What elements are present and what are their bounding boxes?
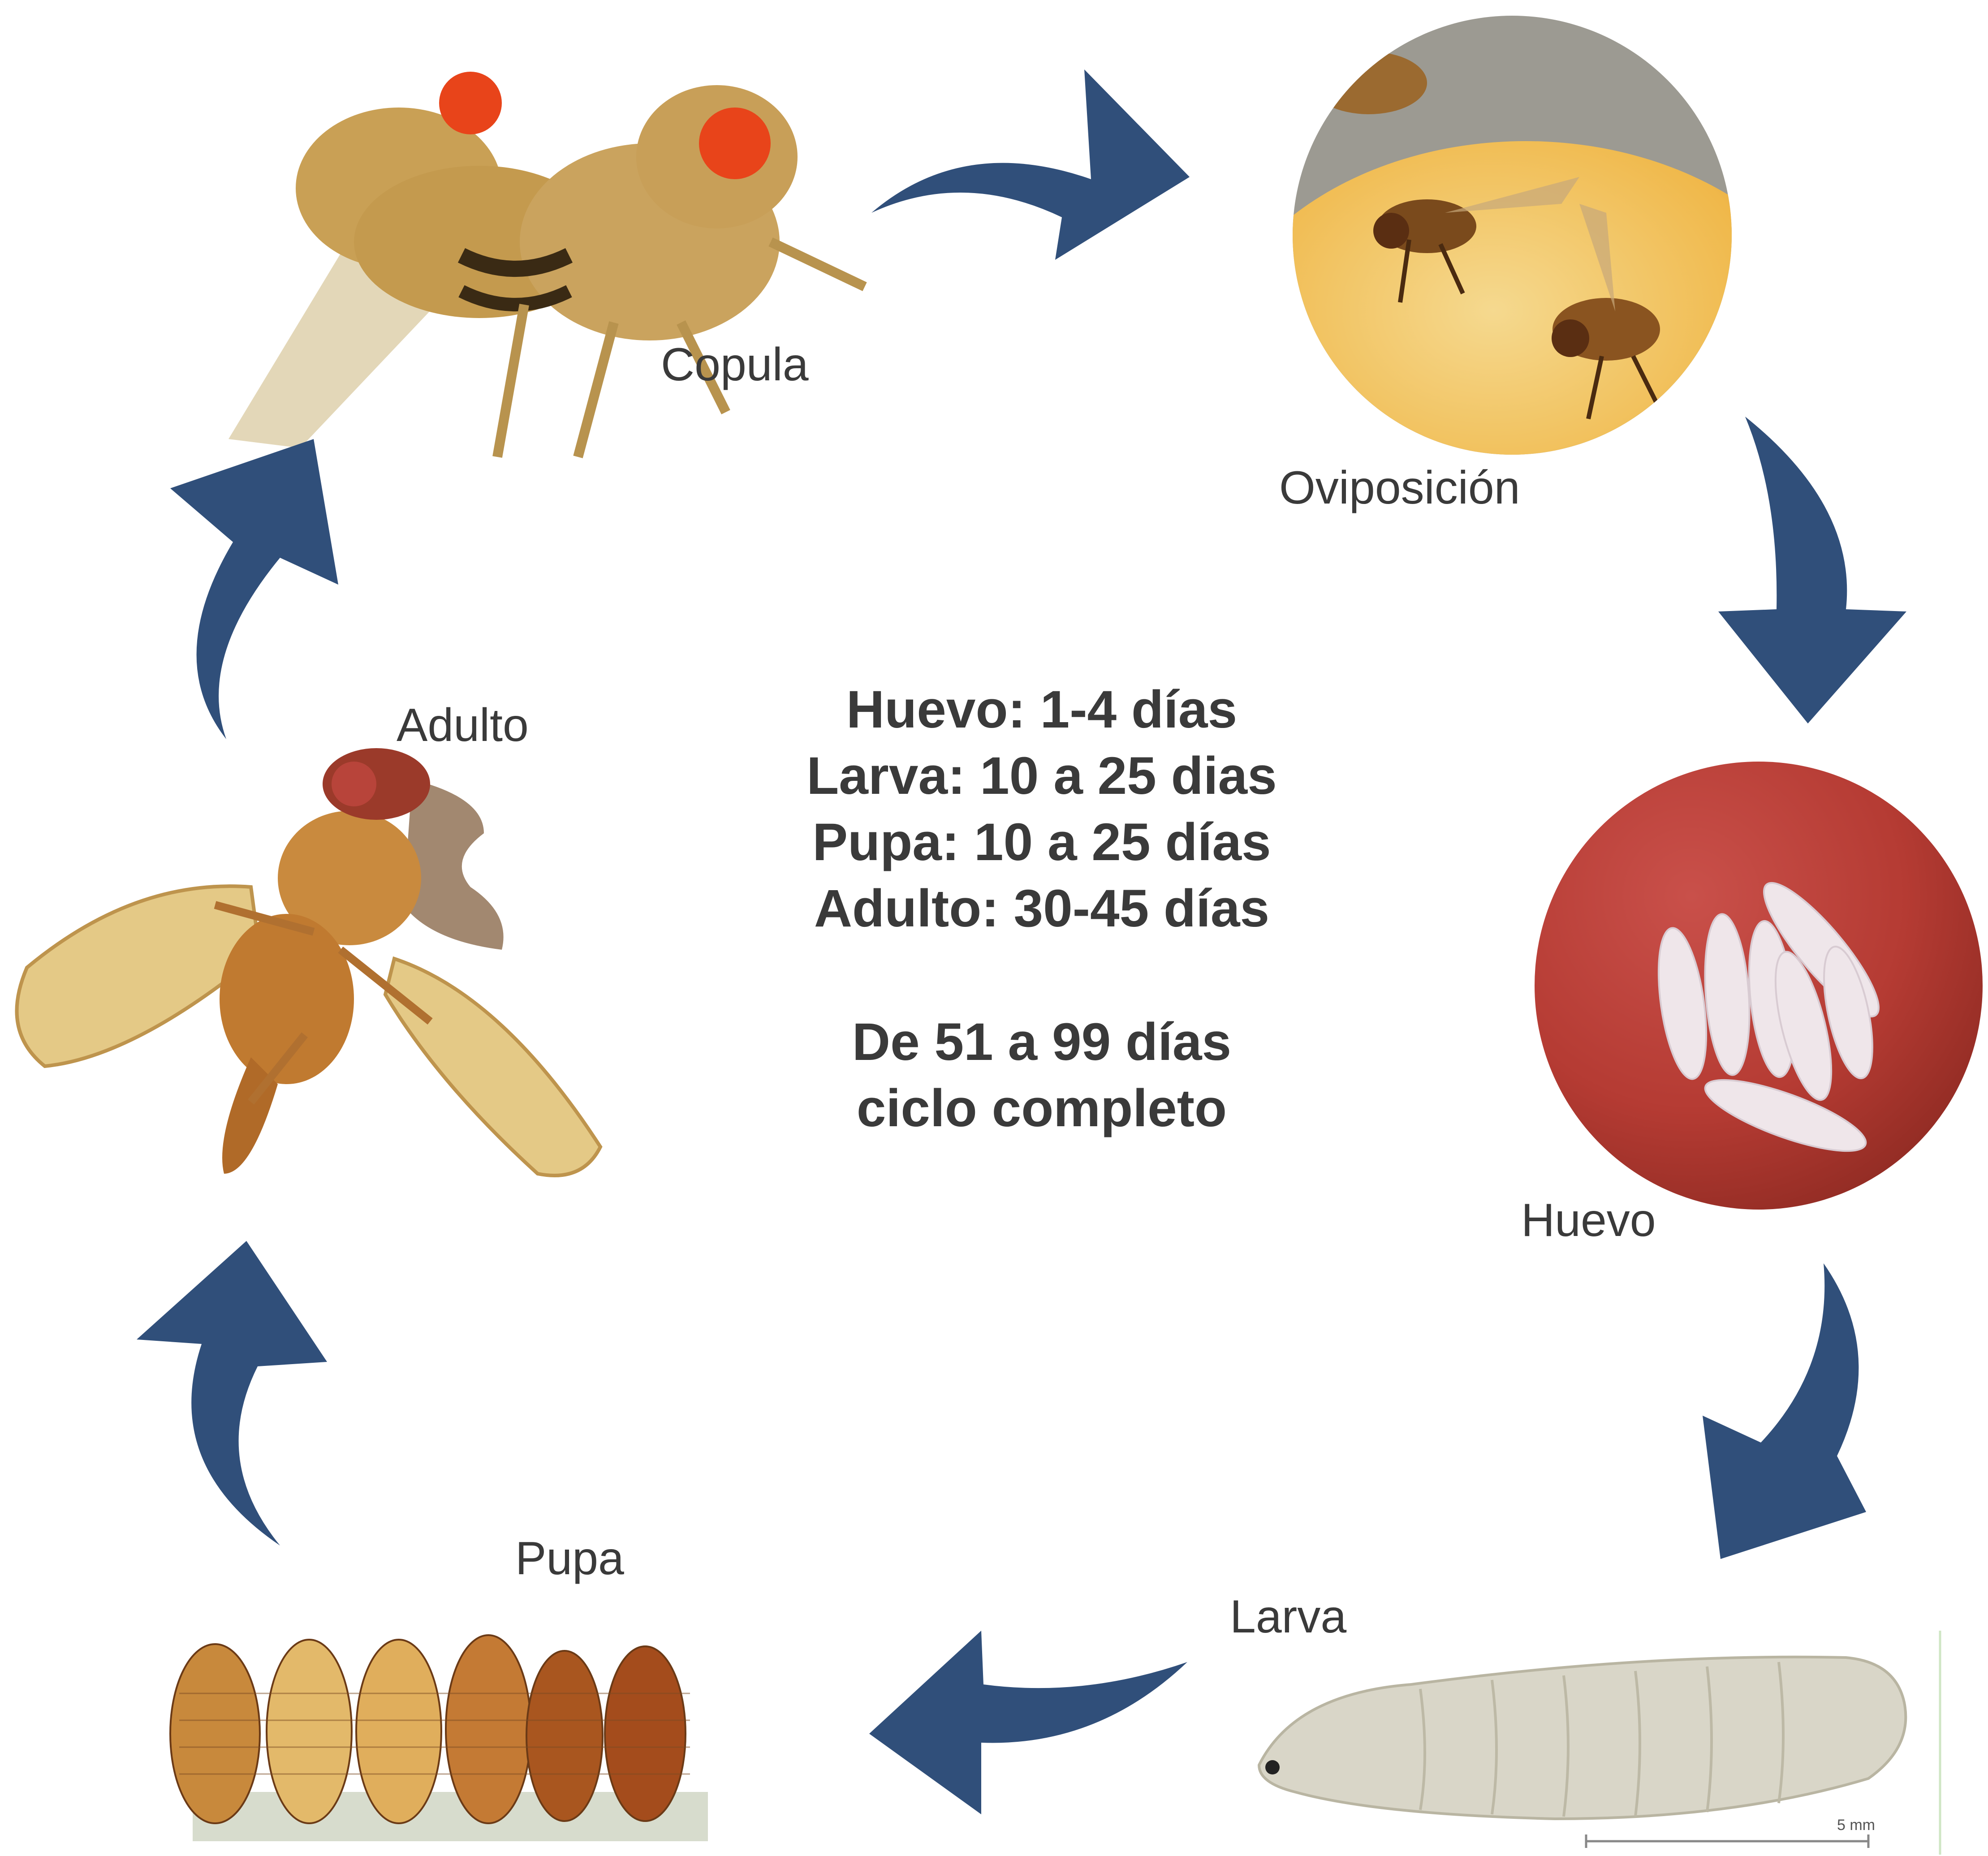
- duration-huevo: Huevo: 1-4 días: [672, 676, 1411, 743]
- total-cycle-line2: ciclo completo: [672, 1075, 1411, 1141]
- stage-label-adulto: Adulto: [397, 699, 529, 752]
- stage-label-copula: Copula: [661, 338, 809, 392]
- total-cycle-line1: De 51 a 99 días: [672, 1009, 1411, 1075]
- duration-pupa: Pupa: 10 a 25 días: [672, 809, 1411, 875]
- duration-summary: Huevo: 1-4 días Larva: 10 a 25 dias Pupa…: [672, 676, 1411, 1141]
- stage-label-huevo: Huevo: [1521, 1194, 1656, 1247]
- duration-adulto: Adulto: 30-45 días: [672, 875, 1411, 942]
- stage-label-oviposicion: Oviposición: [1279, 461, 1520, 515]
- stage-label-larva: Larva: [1230, 1590, 1346, 1644]
- duration-larva: Larva: 10 a 25 dias: [672, 743, 1411, 809]
- stage-label-pupa: Pupa: [515, 1532, 624, 1585]
